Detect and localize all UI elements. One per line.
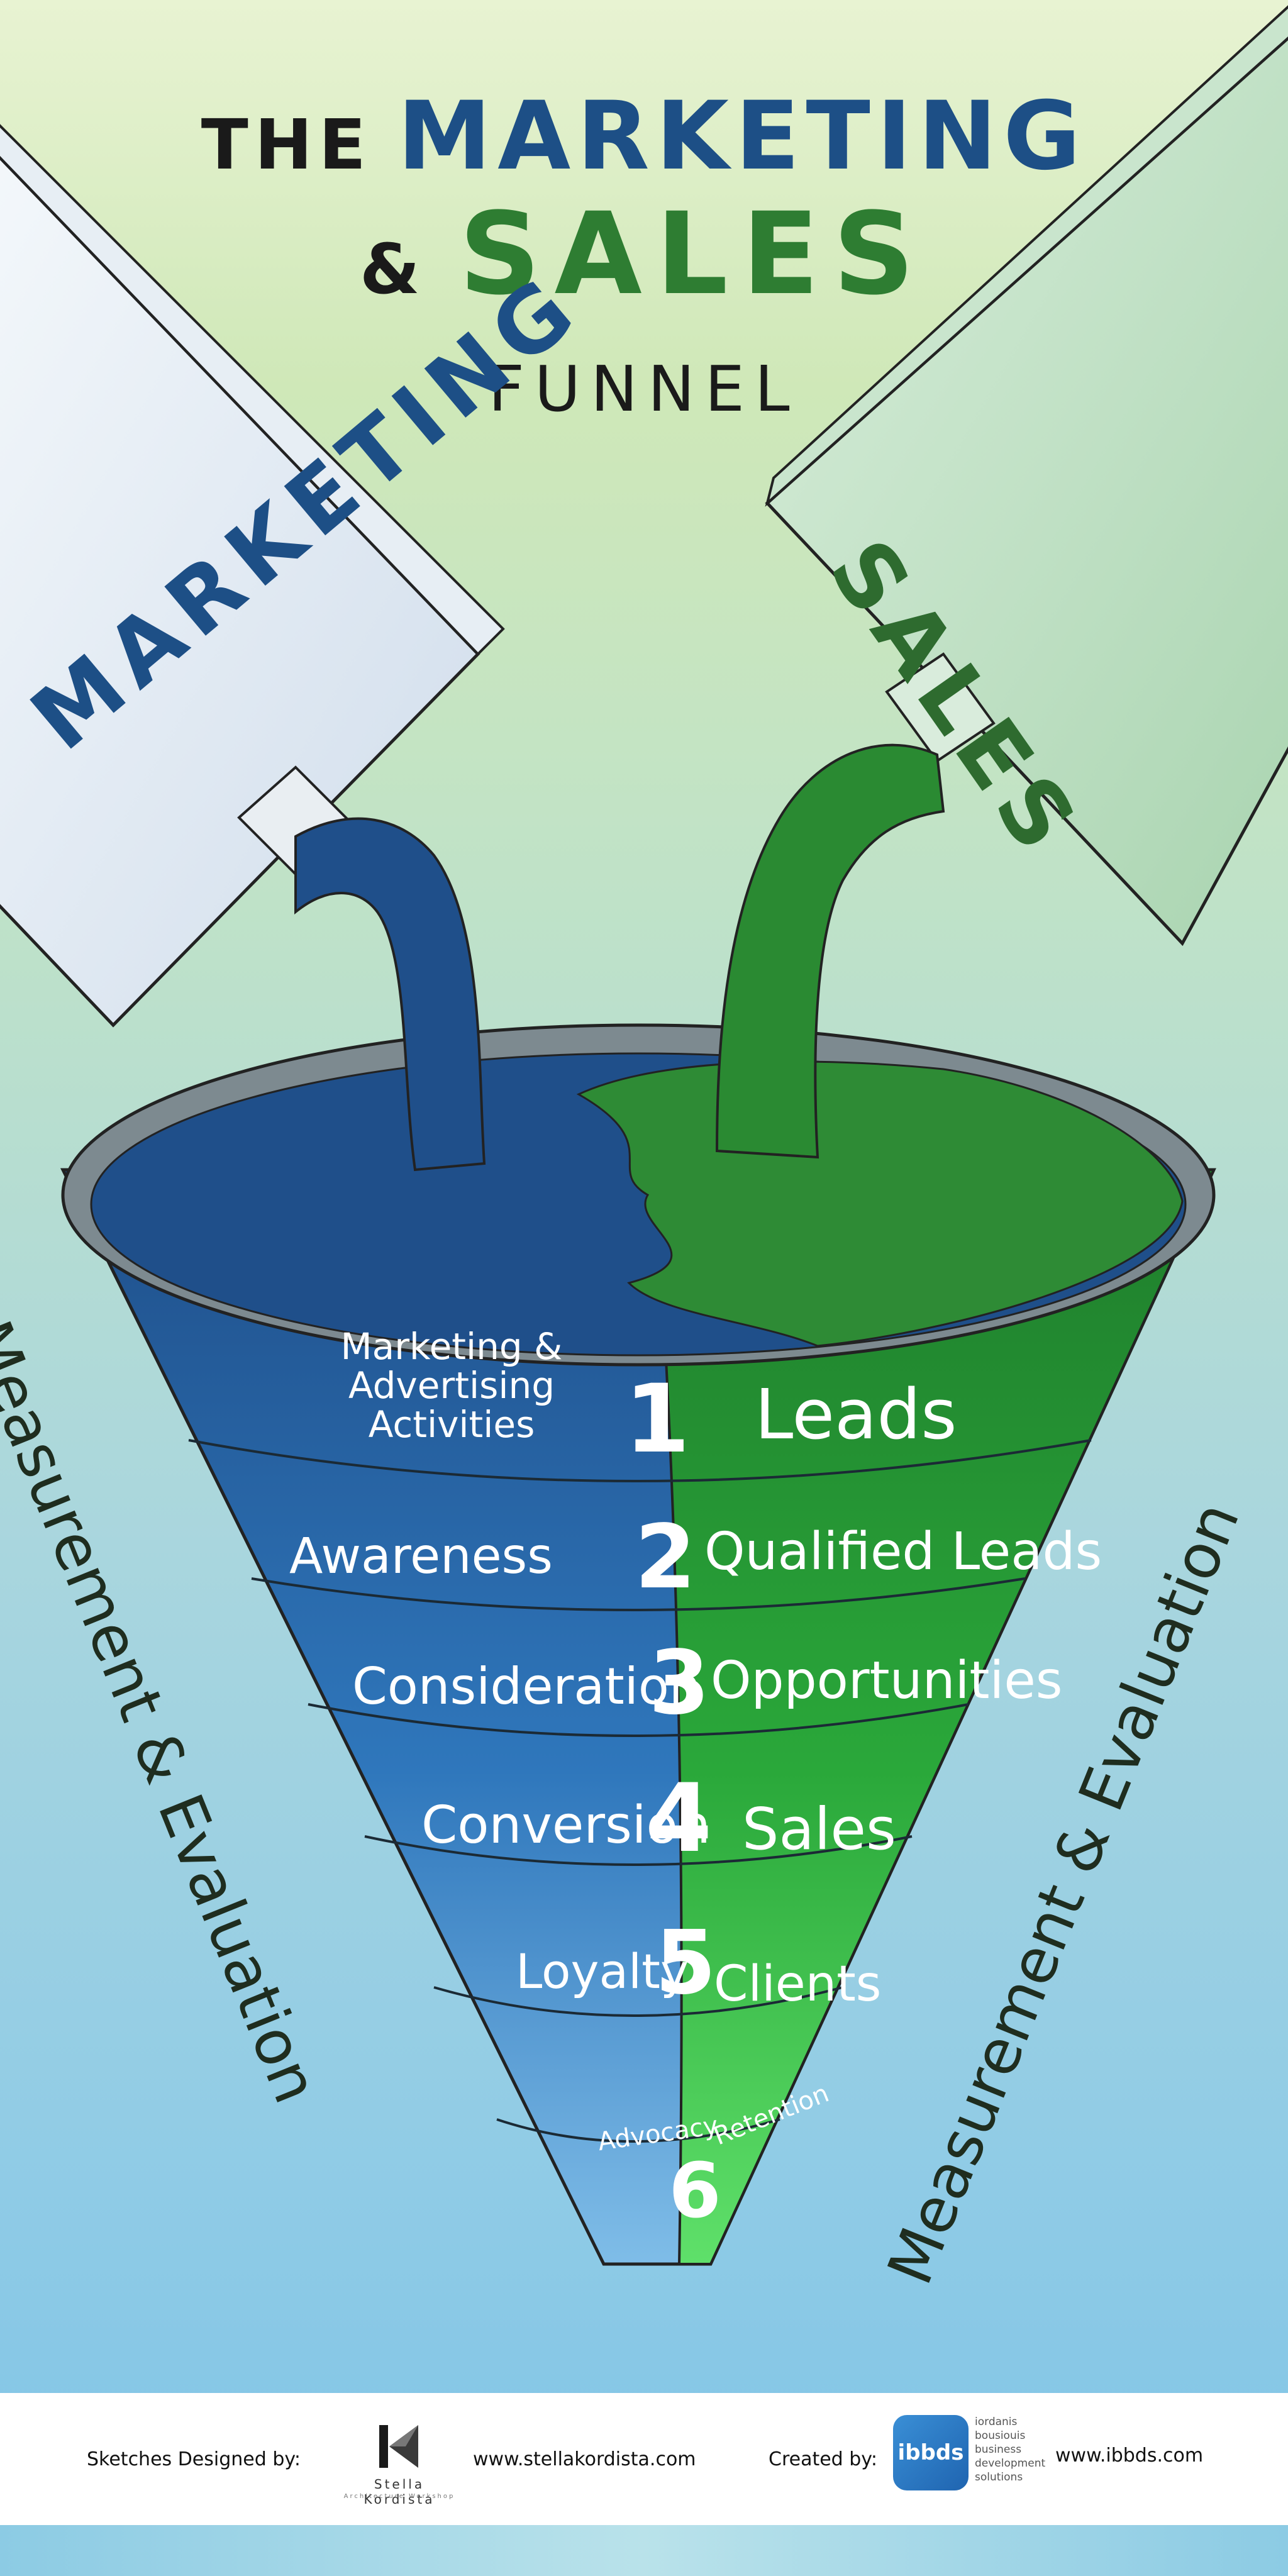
ibbds-tagline-line-4: development [975,2457,1046,2470]
title-marketing: MARKETING [397,82,1087,191]
created-by-label: Created by: [769,2448,877,2470]
ibbds-logo-text: ibbds [897,2440,964,2465]
stella-kordista-logo: Stella Kordista Architecture Workshop [336,2421,462,2509]
stage-3-right: Opportunities [711,1651,1063,1711]
ibbds-tagline: iordanis bousiouis business development … [975,2415,1045,2484]
stage-1-left-line-1: Marketing & [340,1325,563,1368]
sales-pour-stream [715,743,945,1159]
stage-2-right: Qualified Leads [704,1522,1102,1582]
ibbds-tagline-line-3: business [975,2443,1022,2456]
marketing-carton [0,124,505,1028]
footer-strip [0,2525,1288,2576]
stage-dividers [188,1439,1092,2143]
stage-2-left: Awareness [289,1528,553,1585]
stage-2-number: 2 [635,1506,696,1609]
ibbds-url[interactable]: www.ibbds.com [1055,2445,1204,2467]
stage-1-left-line-2: Advertising [348,1364,555,1407]
stage-1-left-line-3: Activities [368,1403,535,1446]
stage-5-number: 5 [655,1912,716,2014]
sales-carton [765,5,1288,947]
stage-1-right: Leads [755,1374,957,1455]
stage-6-number: 6 [669,2148,721,2235]
stage-1-number: 1 [624,1365,691,1474]
title-the: THE [201,104,372,185]
title-line-2: &SALES [0,189,1288,320]
stage-4-right: Sales [742,1796,896,1863]
stage-3-number: 3 [648,1632,710,1735]
stage-4-left: Conversion [421,1796,711,1855]
title-line-1: THE MARKETING [0,82,1288,191]
stella-kordista-logo-name: Stella Kordista [364,2477,435,2507]
stella-kordista-logo-sub: Architecture Workshop [343,2493,455,2500]
stella-kordista-logo-mark [379,2425,418,2468]
marketing-pour-stream [294,817,486,1172]
footer: Sketches Designed by: Stella Kordista Ar… [0,2393,1288,2525]
ibbds-tagline-line-2: bousiouis [975,2429,1026,2442]
stage-3-left: Consideration [352,1657,701,1716]
stage-5-left: Loyalty [516,1943,689,1999]
title-ampersand: & [359,229,434,309]
funnel-illustration [0,5,1288,2266]
ibbds-logo: ibbds [893,2415,969,2490]
stage-4-number: 4 [646,1764,713,1874]
ibbds-tagline-line-1: iordanis [975,2416,1018,2428]
title-sales: SALES [458,189,929,320]
stella-kordista-url[interactable]: www.stellakordista.com [473,2448,696,2470]
title-funnel: FUNNEL [488,352,800,426]
sketches-designed-label: Sketches Designed by: [87,2448,301,2470]
ibbds-tagline-line-5: solutions [975,2471,1023,2484]
stage-5-right: Clients [714,1956,882,2012]
stage-1-left: Marketing & Advertising Activities [294,1327,609,1444]
